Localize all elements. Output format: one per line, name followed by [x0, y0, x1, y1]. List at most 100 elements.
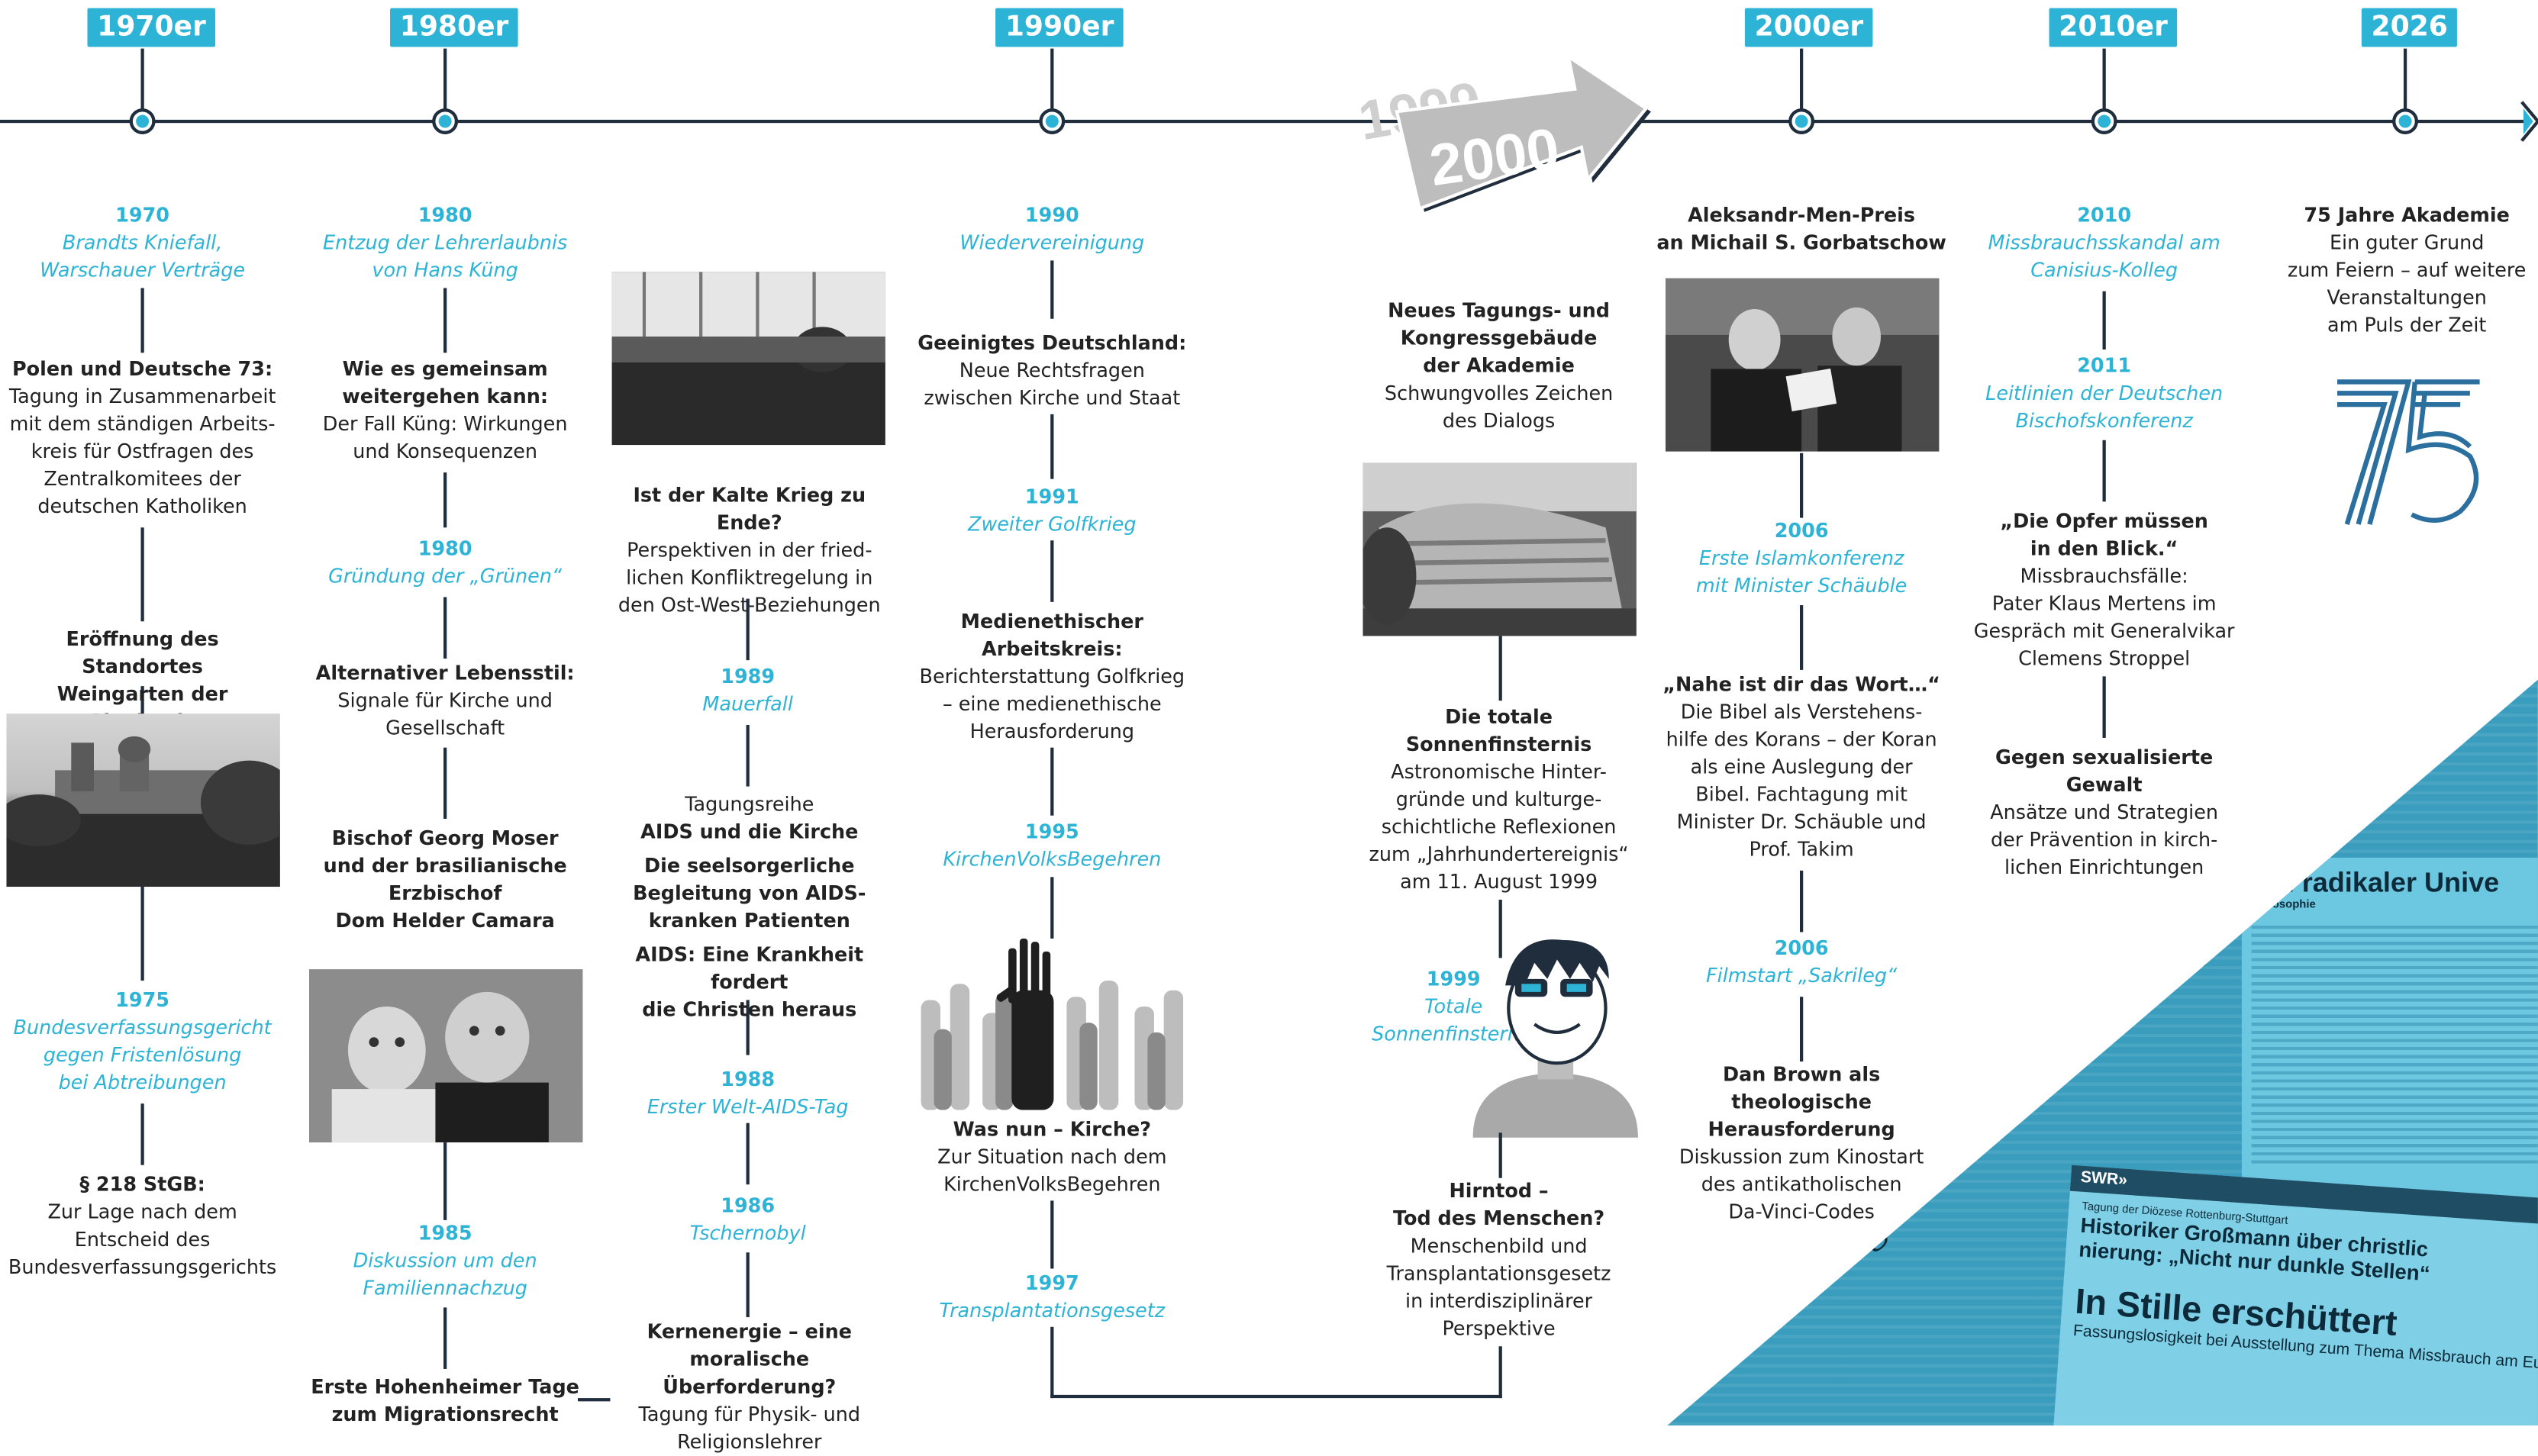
connector: [1498, 1132, 1502, 1178]
connector: [443, 472, 447, 528]
connector: [746, 1252, 750, 1318]
timeline-node: [2091, 108, 2117, 135]
raised-hands-illustration: [921, 938, 1184, 1110]
program-gewalt: Gegen sexualisierte Gewalt Ansätze und S…: [1990, 746, 2219, 879]
program-geeinigt: Geeinigtes Deutschland: Neue Rechtsfrage…: [917, 331, 1187, 410]
connector: [1799, 997, 1804, 1062]
photo-gorbachev-award: [1665, 278, 1940, 452]
timeline-node: [129, 108, 156, 135]
event-2010: 2010 Missbrauchsskandal am Canisius-Koll…: [1988, 204, 2220, 282]
connector: [2102, 291, 2106, 350]
era-tick: [2102, 48, 2106, 120]
connector: [746, 1000, 750, 1055]
event-1999: 1999 Totale Sonnenfinsternis: [1372, 968, 1536, 1045]
timeline-node: [1788, 108, 1815, 135]
program-alternativ: Alternativer Lebensstil: Signale für Kir…: [315, 662, 575, 740]
photo-conference-building: [1363, 462, 1637, 636]
program-tagungshaus: Neues Tagungs- und Kongressgebäude der A…: [1384, 299, 1614, 433]
program-dan-brown: Dan Brown als theologische Herausforderu…: [1679, 1063, 1924, 1224]
timeline-poster: 1970er 1980er 1990er 2000er 2010er 2026 …: [0, 8, 2538, 1453]
program-medien: Medienethischer Arbeitskreis: Berichters…: [919, 610, 1185, 743]
event-1997: 1997 Transplantationsgesetz: [939, 1271, 1166, 1322]
era-tick: [1799, 48, 1804, 120]
program-kueng: Wie es gemeinsam weitergehen kann: Der F…: [322, 357, 568, 463]
connector: [1050, 747, 1054, 816]
photo-moser-camara: [309, 969, 583, 1143]
event-1980-gruene: 1980 Gründung der „Grünen“: [328, 537, 563, 588]
program-finsternis: Die totale Sonnenfinsternis Astronomisch…: [1369, 705, 1629, 894]
event-1995: 1995 KirchenVolksBegehren: [943, 820, 1162, 871]
connector: [140, 686, 144, 716]
program-hirntod: Hirntod – Tod des Menschen? Menschenbild…: [1386, 1179, 1611, 1340]
program-wort: „Nahe ist dir das Wort…“ Die Bibel als V…: [1662, 673, 1940, 862]
photo-conference-hall: [611, 272, 885, 446]
timeline-node: [432, 108, 459, 135]
person-eclipse-glasses-illustration: [1472, 939, 1638, 1138]
connector: [1498, 1346, 1502, 1399]
program-men-preis: Aleksandr-Men-Preis an Michail S. Gorbat…: [1656, 204, 1946, 254]
connector: [1498, 899, 1502, 958]
connector: [443, 1142, 447, 1220]
era-label-1980s: 1980er: [390, 8, 519, 47]
connector: [2102, 440, 2106, 502]
era-tick: [1050, 48, 1054, 120]
program-75-jahre: 75 Jahre Akademie Ein guter Grund zum Fe…: [2287, 204, 2527, 337]
connector: [140, 1103, 144, 1165]
era-tick: [443, 48, 447, 120]
program-opfer: „Die Opfer müssen in den Blick.“ Missbra…: [1973, 509, 2235, 670]
event-1980-kueng: 1980 Entzug der Lehrerlaubnis von Hans K…: [323, 204, 568, 282]
newspaper-clip-swr: SWR» Tagung der Diözese Rottenburg-Stutt…: [2053, 1164, 2538, 1426]
timeline-node: [1039, 108, 1066, 135]
event-2006-sakrileg: 2006 Filmstart „Sakrileg“: [1706, 936, 1898, 987]
event-1970: 1970 Brandts Kniefall, Warschauer Verträ…: [40, 204, 246, 282]
connector: [140, 527, 144, 622]
timeline-node: [2392, 108, 2419, 135]
event-1989: 1989 Mauerfall: [702, 665, 793, 716]
era-label-2010s: 2010er: [2049, 8, 2178, 47]
logo-75: [2337, 379, 2480, 525]
connector: [746, 1123, 750, 1185]
millennium-arrow-badge: 1999 2000: [1354, 53, 1651, 212]
connector: [443, 1307, 447, 1369]
connector: [1050, 1326, 1054, 1399]
connector: [746, 724, 750, 787]
connector: [1050, 260, 1054, 319]
connector: [1799, 453, 1804, 518]
connector: [2102, 676, 2106, 738]
connector: [140, 288, 144, 353]
connector: [1050, 1200, 1054, 1269]
connector: [140, 887, 144, 981]
connector: [443, 747, 447, 819]
event-1990: 1990 Wiedervereinigung: [959, 204, 1145, 254]
program-migration: Erste Hohenheimer Tage zum Migrationsrec…: [311, 1375, 579, 1426]
event-1986: 1986 Tschernobyl: [689, 1193, 806, 1245]
era-tick: [2403, 48, 2407, 120]
program-aids: Tagungsreihe AIDS und die Kirche Die see…: [633, 793, 866, 1022]
era-label-2000s: 2000er: [1744, 8, 1873, 47]
axis-arrow-icon: [2520, 101, 2538, 142]
program-polen: Polen und Deutsche 73: Tagung in Zusamme…: [8, 357, 276, 518]
event-2006-islam: 2006 Erste Islamkonferenz mit Minister S…: [1695, 519, 1908, 598]
program-kernenergie: Kernenergie – eine moralische Überforder…: [638, 1320, 861, 1454]
newspaper-clip-universitaet: Ein radikaler Unive Philosophie: [2241, 857, 2538, 1214]
program-moser: Bischof Georg Moser und der brasilianisc…: [323, 826, 567, 933]
event-1985: 1985 Diskussion um den Familiennachzug: [353, 1221, 537, 1300]
era-label-1990s: 1990er: [995, 8, 1124, 47]
event-2011: 2011 Leitlinien der Deutschen Bischofsko…: [1985, 354, 2224, 433]
connector: [1050, 877, 1054, 939]
connector: [1050, 540, 1054, 602]
connector: [578, 1398, 611, 1402]
photo-weingarten-abbey: [6, 714, 280, 887]
connector: [746, 598, 750, 661]
connector: [443, 597, 447, 659]
connector: [1050, 414, 1054, 479]
connector: [1050, 1394, 1502, 1399]
program-was-nun: Was nun – Kirche? Zur Situation nach dem…: [937, 1118, 1167, 1197]
connector: [1799, 605, 1804, 670]
event-1975: 1975 Bundesverfassungsgericht gegen Fris…: [13, 988, 272, 1094]
event-1988: 1988 Erster Welt-AIDS-Tag: [647, 1068, 849, 1119]
event-1991: 1991 Zweiter Golfkrieg: [968, 485, 1137, 536]
era-label-2026: 2026: [2361, 8, 2458, 47]
timeline-axis: [0, 119, 2525, 124]
program-kalter-krieg: Ist der Kalte Krieg zu Ende? Perspektive…: [618, 484, 881, 617]
